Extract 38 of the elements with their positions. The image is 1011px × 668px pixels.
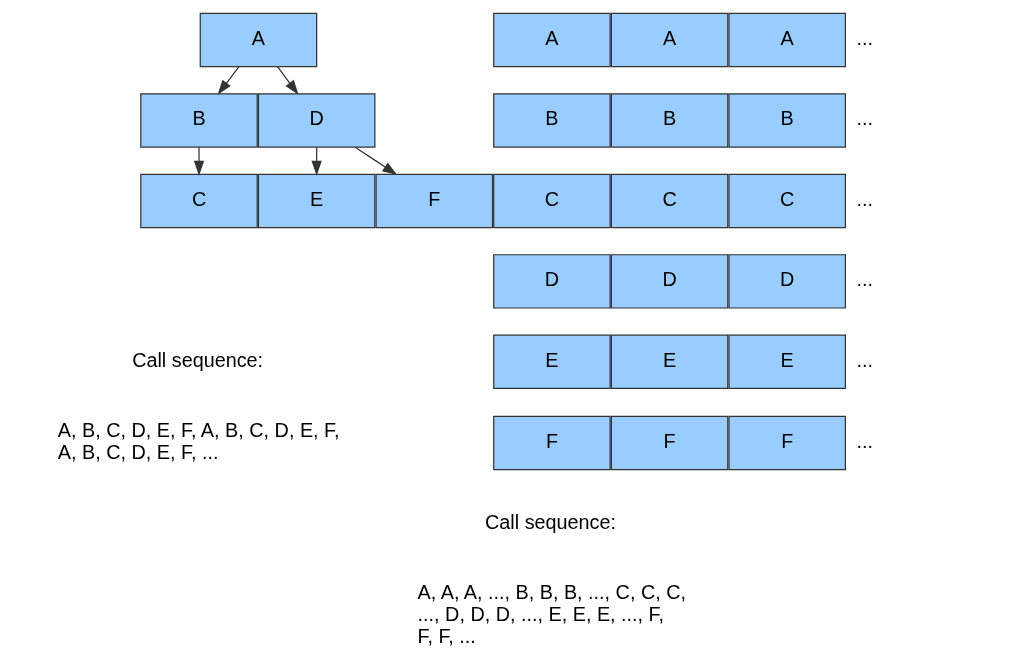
node-box: C: [493, 173, 611, 229]
node-box: A: [610, 12, 729, 68]
node-box: E: [610, 334, 729, 390]
node-box: F: [493, 415, 611, 471]
label: ...: [856, 429, 874, 452]
label: ...: [856, 268, 874, 291]
node-box: D: [610, 254, 729, 309]
node-box: C: [728, 173, 847, 229]
node-box: E: [728, 334, 847, 390]
node-box: B: [610, 93, 729, 148]
node-box: E: [493, 334, 611, 390]
label: A, A, A, ..., B, B, B, ..., C, C, C, ..., D, D, D, ..., E, E, E, ..., F, F, F, ...: [417, 580, 687, 648]
node-box: D: [493, 254, 611, 309]
node-box: D: [257, 93, 376, 148]
label: Call sequence:: [485, 510, 617, 533]
node-box: A: [493, 12, 611, 68]
node-box: A: [728, 12, 847, 68]
arrow: [276, 66, 299, 95]
label: ...: [856, 26, 874, 49]
arrow: [217, 66, 240, 95]
node-box: F: [610, 415, 729, 471]
node-box: C: [140, 173, 258, 229]
node-box: F: [375, 173, 494, 229]
node-box: E: [257, 173, 376, 229]
label: ...: [856, 187, 874, 210]
label: ...: [856, 107, 874, 130]
node-box: A: [199, 12, 318, 68]
node-box: B: [493, 93, 611, 148]
node-box: F: [728, 415, 847, 471]
node-box: B: [728, 93, 847, 148]
label: ...: [856, 348, 874, 371]
node-box: B: [140, 93, 258, 148]
label: A, B, C, D, E, F, A, B, C, D, E, F, A, B, C, D, E, F, ...: [57, 418, 340, 463]
node-box: D: [728, 254, 847, 309]
label: Call sequence:: [132, 348, 264, 371]
arrow: [354, 146, 398, 176]
arrow: [193, 146, 205, 176]
node-box: C: [610, 173, 729, 229]
